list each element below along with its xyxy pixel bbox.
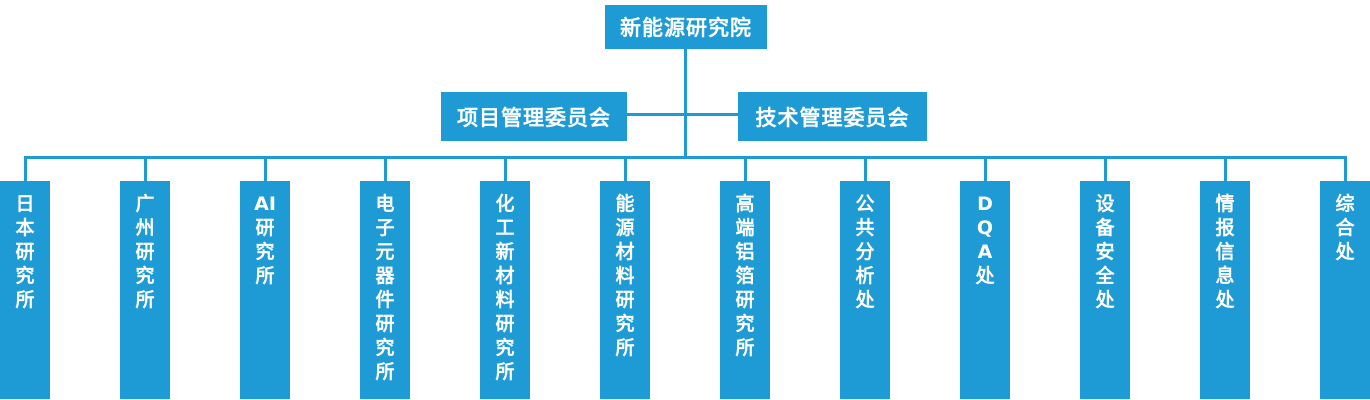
org-node-department: 广州研究所 <box>120 181 170 399</box>
org-node-department: 高端铝箔研究所 <box>720 181 770 399</box>
connector-drop <box>1223 156 1227 182</box>
org-node-department: 电子元器件研究所 <box>360 181 410 399</box>
org-node-department: 设备安全处 <box>1080 181 1130 399</box>
org-node-department: 公共分析处 <box>840 181 890 399</box>
org-node-department: 情报信息处 <box>1200 181 1250 399</box>
org-node-department: 化工新材料研究所 <box>480 181 530 399</box>
org-node-department: AI研究所 <box>240 181 290 399</box>
connector-drop <box>383 156 387 182</box>
org-node-root: 新能源研究院 <box>605 5 767 49</box>
org-node-department: 综合处 <box>1320 181 1370 399</box>
connector-drop <box>863 156 867 182</box>
connector-committees <box>627 113 738 116</box>
org-node-committee-project: 项目管理委员会 <box>441 92 627 141</box>
connector-drop <box>983 156 987 182</box>
org-node-committee-technology: 技术管理委员会 <box>738 92 927 141</box>
connector-drop <box>1343 156 1347 182</box>
connector-drop <box>263 156 267 182</box>
org-node-department: 能源材料研究所 <box>600 181 650 399</box>
connector-drop <box>1103 156 1107 182</box>
connector-drop <box>623 156 627 182</box>
connector-drop <box>743 156 747 182</box>
connector-drop <box>503 156 507 182</box>
connector-drop <box>23 156 27 182</box>
org-node-department: 日本研究所 <box>0 181 50 399</box>
connector-root-trunk <box>684 49 687 159</box>
connector-bus <box>24 156 1346 159</box>
connector-drop <box>143 156 147 182</box>
org-node-department: DQA处 <box>960 181 1010 399</box>
